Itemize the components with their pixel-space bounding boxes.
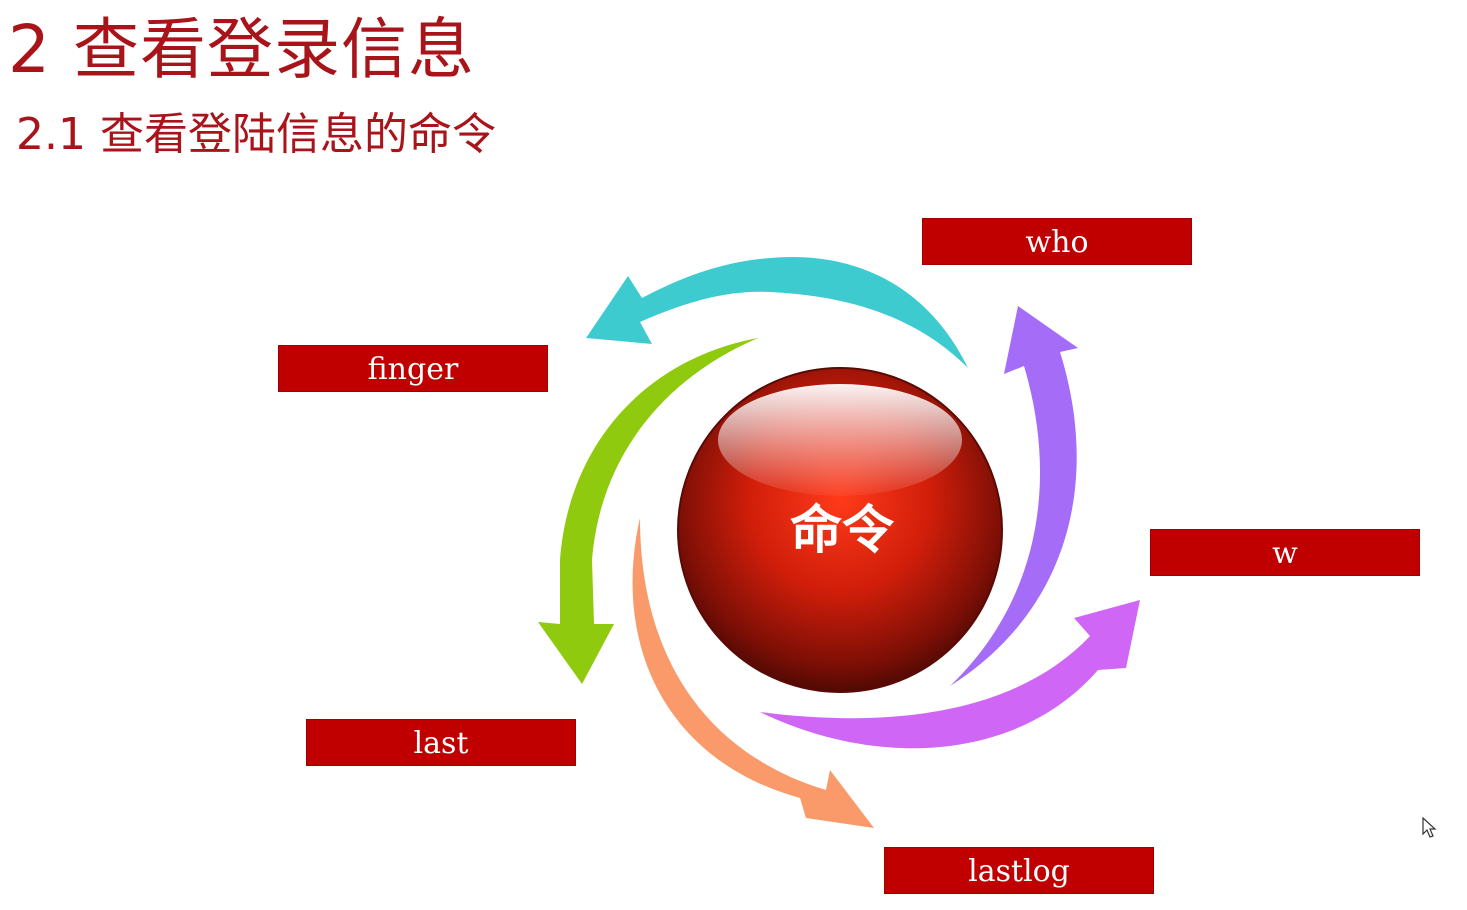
page-subtitle: 2.1 查看登陆信息的命令 — [16, 109, 496, 160]
arrow-magenta — [760, 600, 1140, 749]
arrow-violet — [950, 306, 1078, 686]
command-box-who: who — [922, 218, 1192, 265]
command-box-last: last — [306, 719, 576, 766]
arrow-green — [538, 338, 758, 684]
command-box-w: w — [1150, 529, 1420, 576]
arrow-teal — [586, 256, 968, 368]
mouse-cursor-icon — [1422, 817, 1437, 838]
page-title: 2 查看登录信息 — [8, 11, 475, 88]
command-box-lastlog: lastlog — [884, 847, 1154, 894]
command-box-finger: finger — [278, 345, 548, 392]
arrow-orange — [632, 518, 874, 828]
sphere-highlight — [718, 384, 962, 496]
center-label: 命令 — [790, 501, 895, 561]
